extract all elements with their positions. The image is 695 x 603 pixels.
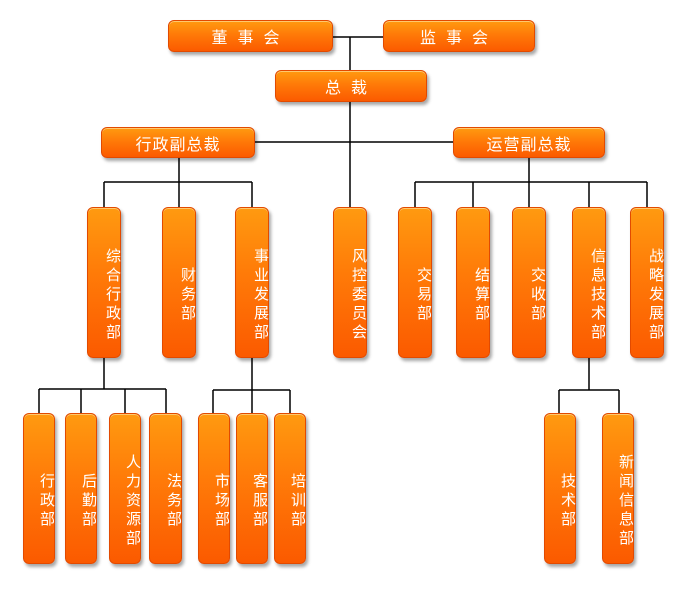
node-news-info[interactable]: 新闻信息部 [602,413,635,564]
node-business-dev[interactable]: 事业发展部 [235,207,270,358]
node-admin-vp[interactable]: 行政副总裁 [101,127,255,158]
node-label: 综合行政部 [104,248,122,343]
node-label: 行政部 [38,473,56,530]
node-trading[interactable]: 交易部 [398,207,433,358]
node-risk-committee[interactable]: 风控委员会 [333,207,368,358]
node-label: 新闻信息部 [617,454,635,549]
node-customer-service[interactable]: 客服部 [236,413,269,564]
node-label: 人力资源部 [124,454,142,549]
node-training[interactable]: 培训部 [274,413,307,564]
node-label: 运营副总裁 [486,134,572,154]
node-label: 事业发展部 [252,248,270,343]
node-it[interactable]: 信息技术部 [572,207,607,358]
node-label: 市场部 [213,473,231,530]
node-label: 监事会 [419,28,498,47]
node-label: 总裁 [324,78,377,97]
node-label: 董事会 [211,28,290,47]
node-label: 信息技术部 [589,248,607,343]
node-label: 交易部 [415,267,433,324]
node-label: 风控委员会 [350,248,368,343]
node-president[interactable]: 总裁 [275,70,427,102]
node-supervisors[interactable]: 监事会 [383,20,535,52]
node-label: 法务部 [165,473,183,530]
node-general-admin[interactable]: 综合行政部 [87,207,122,358]
node-delivery[interactable]: 交收部 [512,207,547,358]
node-label: 行政副总裁 [135,134,221,154]
node-hr[interactable]: 人力资源部 [109,413,142,564]
node-settlement[interactable]: 结算部 [456,207,491,358]
node-marketing[interactable]: 市场部 [198,413,231,564]
node-label: 培训部 [289,473,307,530]
node-logistics[interactable]: 后勤部 [65,413,98,564]
node-legal[interactable]: 法务部 [149,413,183,564]
node-ops-vp[interactable]: 运营副总裁 [453,127,605,158]
node-label: 客服部 [251,473,269,530]
node-label: 后勤部 [80,473,98,530]
node-label: 战略发展部 [647,248,665,343]
node-label: 交收部 [529,267,547,324]
node-tech[interactable]: 技术部 [544,413,577,564]
node-label: 财务部 [179,267,197,324]
node-label: 技术部 [559,473,577,530]
node-finance[interactable]: 财务部 [162,207,197,358]
node-strategy[interactable]: 战略发展部 [630,207,665,358]
node-board[interactable]: 董事会 [168,20,333,52]
node-admin[interactable]: 行政部 [23,413,56,564]
node-label: 结算部 [473,267,491,324]
